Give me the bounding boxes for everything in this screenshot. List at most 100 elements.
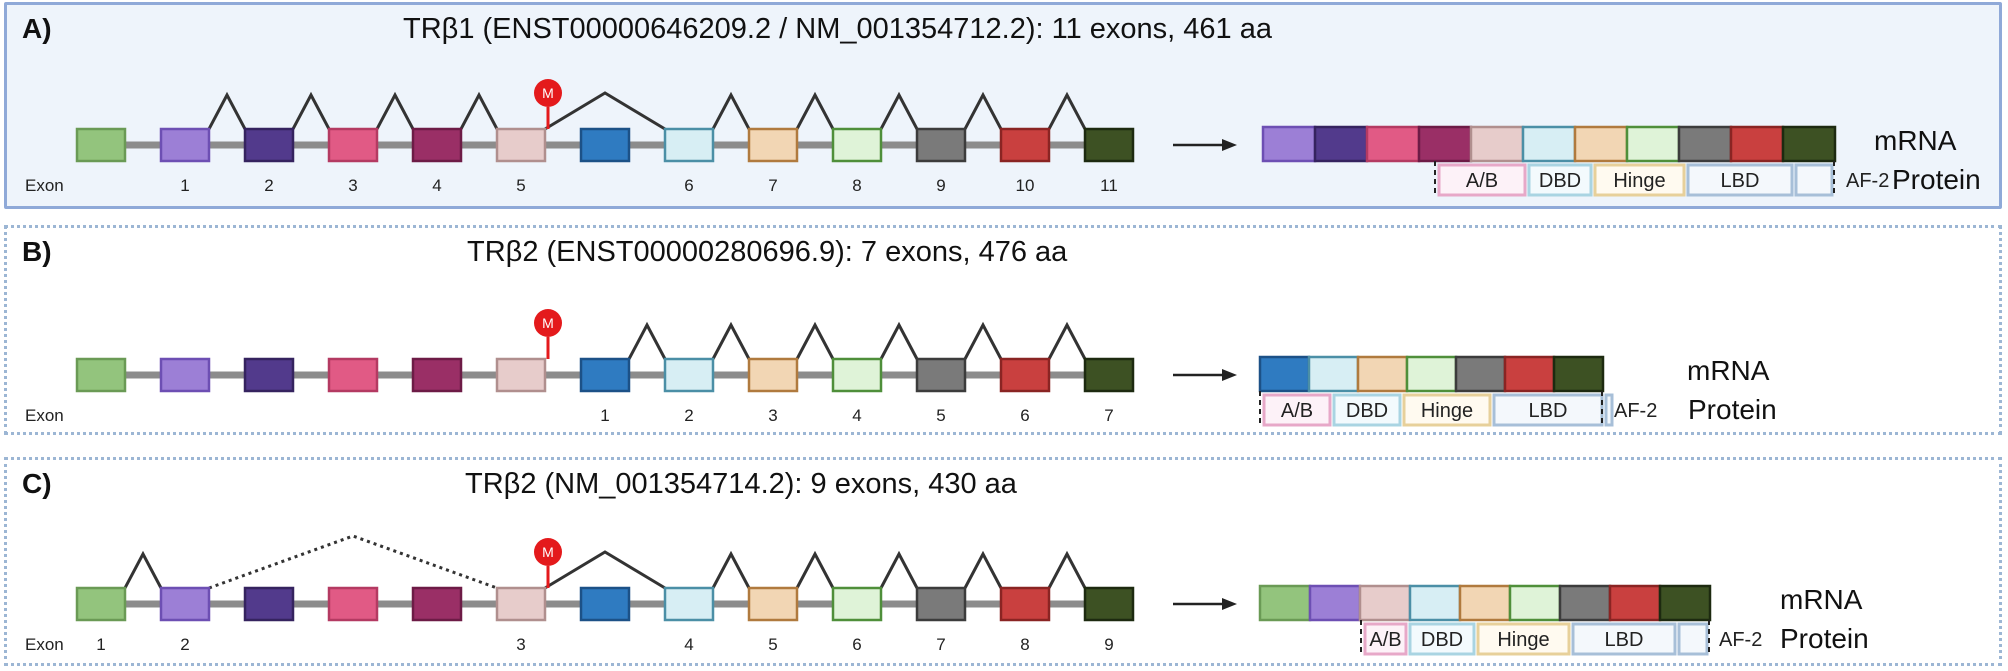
mrna-exon-box (1729, 125, 1785, 163)
exon-box (747, 127, 799, 163)
protein-label: Protein (1780, 623, 1869, 654)
protein-domain (1332, 393, 1402, 427)
exon-number: 6 (1020, 406, 1029, 425)
protein-domain (1492, 393, 1604, 427)
mrna-exon-box (1469, 125, 1525, 163)
exon-box (915, 127, 967, 163)
splice-junction (123, 550, 163, 589)
splice-junction (795, 91, 835, 130)
exon-box (495, 586, 547, 622)
exon-number: 10 (1016, 176, 1035, 195)
panel-a: A) TRβ1 (ENST00000646209.2 / NM_00135471… (4, 2, 2002, 209)
protein-domain-label: A/B (1466, 170, 1498, 192)
splice-junction (375, 91, 415, 130)
panel-label: A) (22, 13, 52, 44)
exon-number: 3 (516, 635, 525, 654)
splice-junction (795, 550, 835, 589)
splice-junction (963, 91, 1003, 130)
exon-box (579, 127, 631, 163)
exon-box (831, 586, 883, 622)
exon-number: 4 (432, 176, 441, 195)
start-codon-marker (534, 538, 562, 566)
protein-domain-label: LBD (1605, 629, 1644, 651)
protein-domain-label: LBD (1529, 400, 1568, 422)
mrna-exon-box (1558, 584, 1612, 622)
mrna-exon-box (1508, 584, 1562, 622)
exon-box (999, 127, 1051, 163)
exon-box (663, 357, 715, 393)
mrna-exon-box (1573, 125, 1629, 163)
mrna-exon-box (1417, 125, 1473, 163)
protein-label: Protein (1688, 394, 1777, 425)
mrna-exon-box (1625, 125, 1681, 163)
mrna-exon-box (1521, 125, 1577, 163)
splice-junction (544, 550, 666, 590)
exon-number: 7 (768, 176, 777, 195)
exon-number: 4 (852, 406, 861, 425)
mrna-exon-box (1258, 355, 1311, 393)
exon-number: 1 (96, 635, 105, 654)
mrna-exon-box (1677, 125, 1733, 163)
exon-number: 6 (684, 176, 693, 195)
mrna-exon-box (1503, 355, 1556, 393)
exon-number: 3 (348, 176, 357, 195)
start-codon-label: M (542, 544, 554, 560)
exon-number: 6 (852, 635, 861, 654)
start-codon-marker (534, 309, 562, 337)
exon-box (75, 127, 127, 163)
splice-junction (459, 91, 499, 130)
protein-domain-label: A/B (1369, 629, 1401, 651)
protein-domain (1686, 163, 1794, 197)
splice-junction (207, 91, 247, 130)
mrna-exon-box (1308, 584, 1362, 622)
mrna-exon-box (1552, 355, 1605, 393)
exon-number: 5 (936, 406, 945, 425)
exon-number: 1 (180, 176, 189, 195)
splice-junction (291, 91, 331, 130)
exon-box (579, 586, 631, 622)
exon-box (327, 127, 379, 163)
exon-box (495, 357, 547, 393)
exon-box (159, 357, 211, 393)
exon-box (663, 586, 715, 622)
panel-label: C) (22, 468, 52, 499)
exon-box (999, 586, 1051, 622)
exon-box (411, 357, 463, 393)
mrna-label: mRNA (1874, 125, 1957, 156)
exon-row-label: Exon (25, 635, 64, 654)
protein-domain (1408, 622, 1476, 656)
exon-box (243, 127, 295, 163)
mrna-exon-box (1408, 584, 1462, 622)
exon-box (915, 586, 967, 622)
exon-box (747, 357, 799, 393)
splice-junction (711, 91, 751, 130)
protein-domain (1527, 163, 1593, 197)
mrna-exon-box (1307, 355, 1360, 393)
af2-domain (1794, 163, 1834, 197)
protein-domain-label: A/B (1281, 400, 1313, 422)
splice-junction (711, 550, 751, 589)
exon-number: 2 (684, 406, 693, 425)
exon-row-label: Exon (25, 176, 64, 195)
panel-label: B) (22, 236, 52, 267)
exon-number: 11 (1100, 176, 1118, 195)
mrna-exon-box (1658, 584, 1712, 622)
exon-box (1083, 586, 1135, 622)
protein-domain (1363, 622, 1408, 656)
panel-b: B) TRβ2 (ENST00000280696.9): 7 exons, 47… (4, 225, 2002, 435)
exon-box (831, 127, 883, 163)
mrna-exon-box (1356, 355, 1409, 393)
panel-c: C) TRβ2 (NM_001354714.2): 9 exons, 430 a… (4, 457, 2002, 666)
exon-number: 4 (684, 635, 693, 654)
exon-box (159, 586, 211, 622)
exon-number: 9 (936, 176, 945, 195)
exon-box (831, 357, 883, 393)
exon-box (579, 357, 631, 393)
mrna-exon-box (1358, 584, 1412, 622)
protein-domain (1476, 622, 1571, 656)
exon-number: 7 (1104, 406, 1113, 425)
protein-domain-label: Hinge (1497, 629, 1549, 651)
splice-junction (1047, 550, 1087, 589)
